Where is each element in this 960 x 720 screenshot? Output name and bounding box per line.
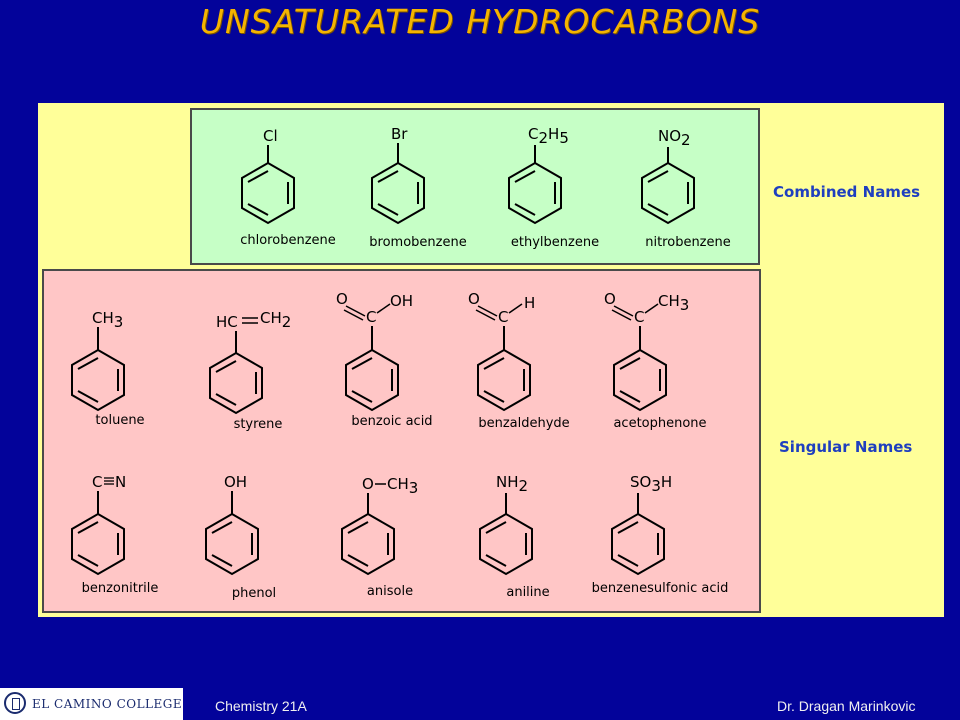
svg-text:CH2: CH2 bbox=[260, 309, 291, 331]
svg-text:HC: HC bbox=[216, 313, 238, 331]
svg-text:C: C bbox=[366, 308, 376, 326]
combined-names-box bbox=[190, 108, 760, 265]
svg-text:C2H5: C2H5 bbox=[528, 125, 569, 147]
svg-text:C: C bbox=[498, 308, 508, 326]
svg-text:OH: OH bbox=[390, 292, 413, 310]
molecule-name: acetophenone bbox=[613, 416, 707, 431]
svg-text:OH: OH bbox=[224, 473, 247, 491]
singular-names-box bbox=[42, 269, 761, 613]
anisole-structure: O CH3 anisole bbox=[330, 469, 460, 599]
benzaldehyde-structure: O C H benzaldehyde bbox=[464, 288, 594, 431]
molecule-name: ethylbenzene bbox=[510, 235, 600, 250]
combined-names-label: Combined Names bbox=[773, 183, 921, 201]
svg-text:CH3: CH3 bbox=[387, 475, 418, 497]
college-logo: EL CAMINO COLLEGE bbox=[0, 688, 183, 720]
toluene-structure: CH3 toluene bbox=[60, 305, 180, 428]
aniline-structure: NH2 aniline bbox=[468, 469, 588, 600]
svg-text:CH3: CH3 bbox=[658, 292, 689, 314]
svg-text:C: C bbox=[634, 308, 644, 326]
svg-text:O: O bbox=[604, 290, 616, 308]
styrene-structure: HC CH2 styrene bbox=[198, 305, 328, 432]
singular-names-label: Singular Names bbox=[779, 438, 913, 456]
svg-text:SO3H: SO3H bbox=[630, 473, 672, 495]
benzoic-acid-structure: O C OH benzoic acid bbox=[332, 288, 462, 429]
svg-text:NH2: NH2 bbox=[496, 473, 528, 495]
molecule-name: benzenesulfonic acid bbox=[591, 581, 729, 596]
molecule-name: chlorobenzene bbox=[240, 233, 336, 248]
molecule-name: bromobenzene bbox=[369, 235, 467, 250]
svg-text:Br: Br bbox=[391, 125, 408, 143]
svg-text:H: H bbox=[524, 294, 535, 312]
molecule-name: anisole bbox=[366, 584, 414, 599]
svg-text:Cl: Cl bbox=[263, 127, 278, 145]
content-panel: Combined Names Singular Names Cl chlorob… bbox=[38, 103, 944, 617]
svg-text:N: N bbox=[115, 473, 126, 491]
svg-text:O: O bbox=[468, 290, 480, 308]
bromobenzene-structure: Br bromobenzene bbox=[358, 125, 478, 250]
molecule-name: benzaldehyde bbox=[478, 416, 570, 431]
molecule-name: styrene bbox=[233, 417, 283, 432]
chlorobenzene-structure: Cl chlorobenzene bbox=[228, 125, 348, 248]
molecule-name: nitrobenzene bbox=[645, 235, 731, 250]
college-name: EL CAMINO COLLEGE bbox=[32, 697, 183, 711]
ethylbenzene-structure: C2H5 ethylbenzene bbox=[495, 125, 615, 250]
svg-text:CH3: CH3 bbox=[92, 309, 123, 331]
svg-text:O: O bbox=[336, 290, 348, 308]
slide-title: UNSATURATED HYDROCARBONS bbox=[199, 2, 761, 41]
author-label: Dr. Dragan Marinkovic bbox=[777, 698, 916, 714]
benzonitrile-structure: C N benzonitrile bbox=[60, 469, 180, 596]
acetophenone-structure: O C CH3 acetophenone bbox=[600, 288, 730, 431]
molecule-name: benzonitrile bbox=[81, 581, 159, 596]
svg-text:C: C bbox=[92, 473, 102, 491]
molecule-name: benzoic acid bbox=[351, 414, 433, 429]
svg-text:O: O bbox=[362, 475, 374, 493]
svg-text:NO2: NO2 bbox=[658, 127, 691, 149]
nitrobenzene-structure: NO2 nitrobenzene bbox=[628, 125, 748, 250]
molecule-name: phenol bbox=[231, 586, 277, 601]
molecule-name: aniline bbox=[506, 585, 550, 600]
college-seal-icon bbox=[4, 692, 26, 714]
phenol-structure: OH phenol bbox=[194, 469, 314, 601]
benzenesulfonic-acid-structure: SO3H benzenesulfonic acid bbox=[592, 469, 730, 596]
course-label: Chemistry 21A bbox=[215, 698, 307, 714]
molecule-name: toluene bbox=[95, 413, 145, 428]
